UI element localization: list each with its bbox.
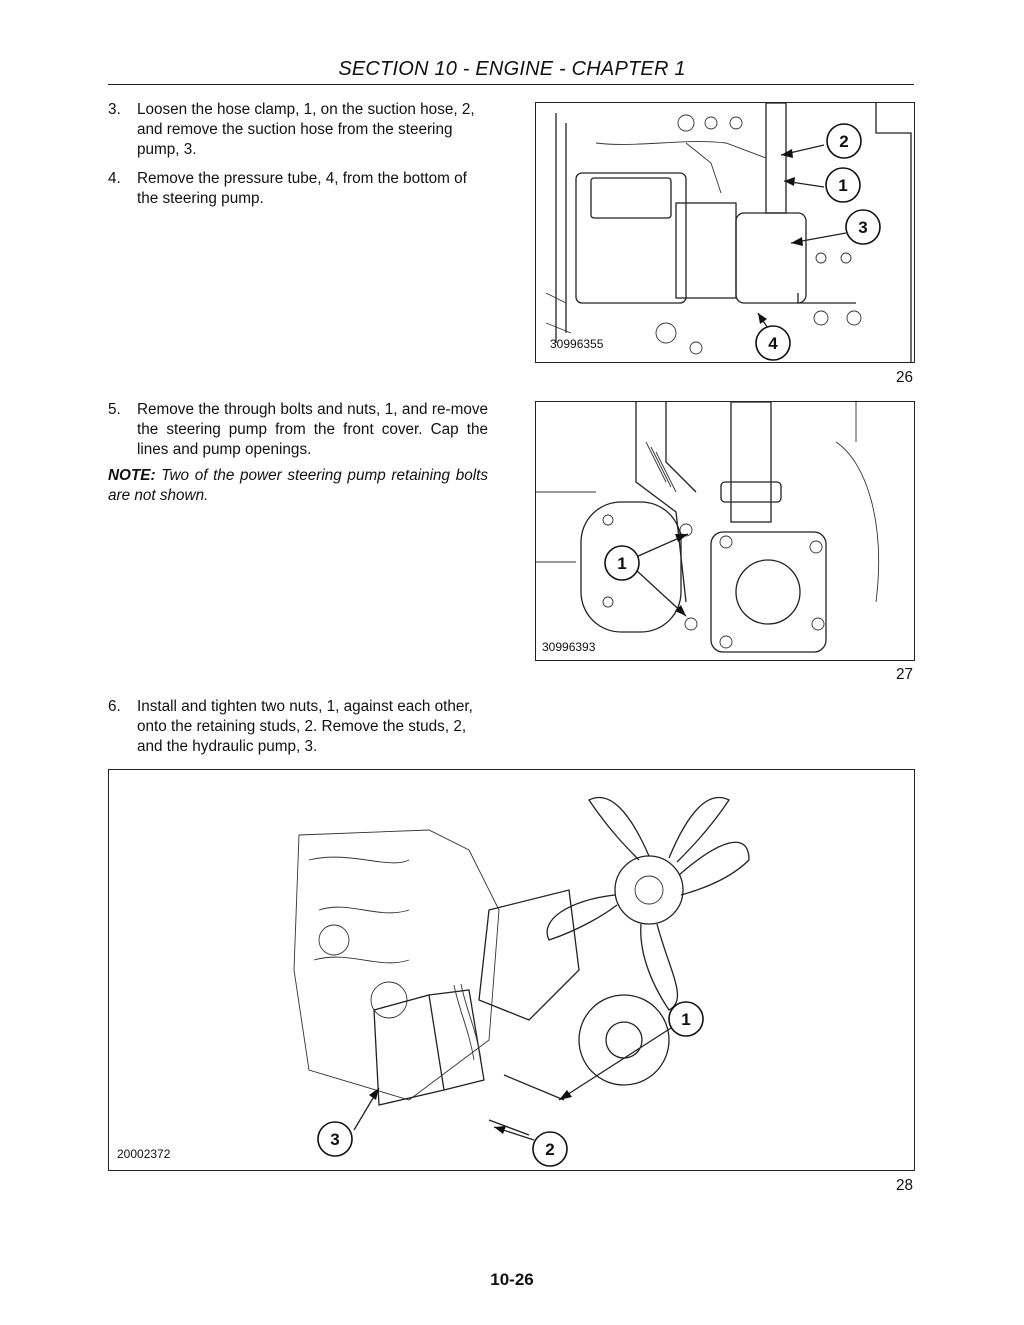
figure-number: 26 (895, 369, 913, 386)
callout-label: 3 (858, 218, 867, 237)
figure-27-pump-through-bolts: 1 30996393 (535, 401, 915, 661)
callout-label: 1 (681, 1010, 690, 1029)
step-3: 3. Loosen the hose clamp, 1, on the suct… (108, 100, 488, 160)
step-6: 6. Install and tighten two nuts, 1, agai… (108, 697, 488, 757)
header-rule (108, 84, 914, 85)
figure-number: 28 (895, 1177, 913, 1194)
figure-number: 27 (895, 666, 913, 683)
step-number: 5. (108, 401, 121, 418)
figure-code: 30996393 (542, 640, 596, 654)
step-text: Remove the pressure tube, 4, from the bo… (137, 170, 467, 207)
page-number: 10-26 (490, 1270, 534, 1289)
step-text: Loosen the hose clamp, 1, on the suction… (137, 101, 475, 158)
callout-label: 1 (838, 176, 847, 195)
note: NOTE: Two of the power steering pump ret… (108, 466, 488, 506)
step-text: Remove the through bolts and nuts, 1, an… (137, 401, 488, 458)
step-number: 6. (108, 698, 121, 715)
callout-1 (668, 1001, 704, 1037)
figure-code: 20002372 (117, 1147, 171, 1161)
note-text: Two of the power steering pump retaining… (108, 467, 489, 504)
callout-3 (845, 209, 881, 245)
callout-4 (755, 325, 791, 361)
callout-label: 2 (545, 1140, 554, 1159)
step-5: 5. Remove the through bolts and nuts, 1,… (108, 400, 488, 460)
figure-26-steering-pump-hoses: 2 1 3 4 30996355 (535, 102, 915, 363)
callout-1 (604, 545, 640, 581)
note-label: NOTE: (108, 467, 156, 484)
callout-3 (317, 1121, 353, 1157)
step-number: 3. (108, 101, 121, 118)
figure-code: 30996355 (550, 337, 604, 351)
figure-28-hydraulic-pump-removal: 1 3 2 20002372 (108, 769, 915, 1171)
step-number: 4. (108, 170, 121, 187)
callout-label: 1 (617, 554, 626, 573)
section-title: SECTION 10 - ENGINE - CHAPTER 1 (338, 58, 686, 80)
step-4: 4. Remove the pressure tube, 4, from the… (108, 169, 488, 209)
callout-2 (532, 1131, 568, 1167)
callout-label: 4 (768, 334, 778, 353)
callout-label: 2 (839, 132, 848, 151)
callout-1 (825, 167, 861, 203)
callout-2 (826, 123, 862, 159)
step-text: Install and tighten two nuts, 1, against… (137, 698, 473, 755)
callout-label: 3 (330, 1130, 339, 1149)
